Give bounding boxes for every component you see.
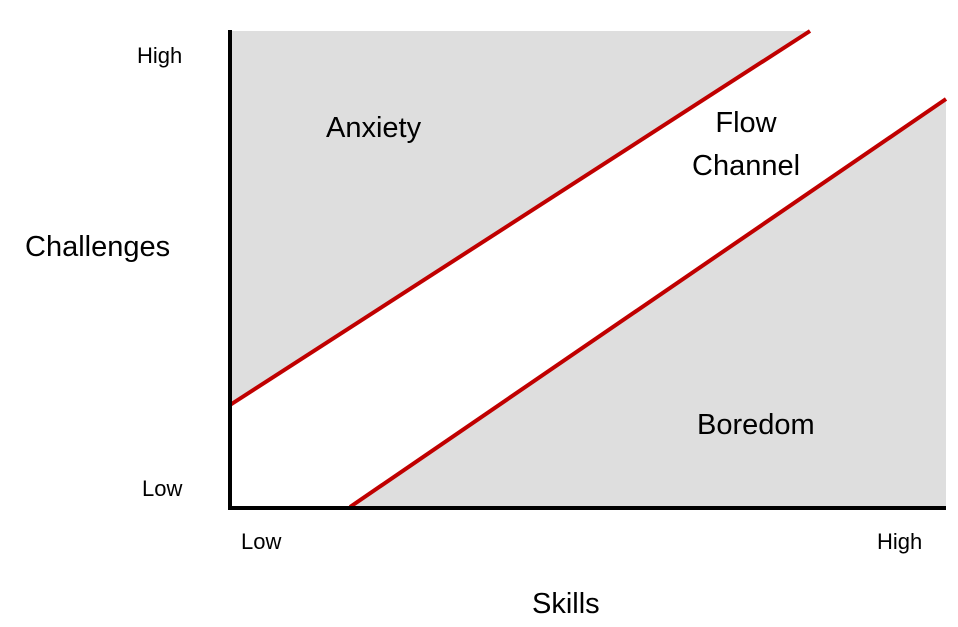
x-axis-title: Skills	[532, 588, 600, 620]
x-axis-high-label: High	[877, 529, 923, 554]
x-axis-low-label: Low	[241, 529, 282, 554]
lower-boundary-line	[348, 97, 948, 509]
boredom-label: Boredom	[697, 409, 815, 441]
y-axis-high-label: High	[137, 43, 183, 68]
anxiety-label: Anxiety	[326, 112, 422, 144]
flow-channel-label-line2: Channel	[692, 150, 801, 182]
flow-channel-label-line1: Flow	[715, 107, 777, 139]
flow-channel-label: Flow Channel	[692, 102, 800, 188]
upper-boundary-line	[228, 29, 812, 407]
y-axis-title: Challenges	[25, 231, 171, 263]
y-axis-low-label: Low	[142, 476, 183, 501]
